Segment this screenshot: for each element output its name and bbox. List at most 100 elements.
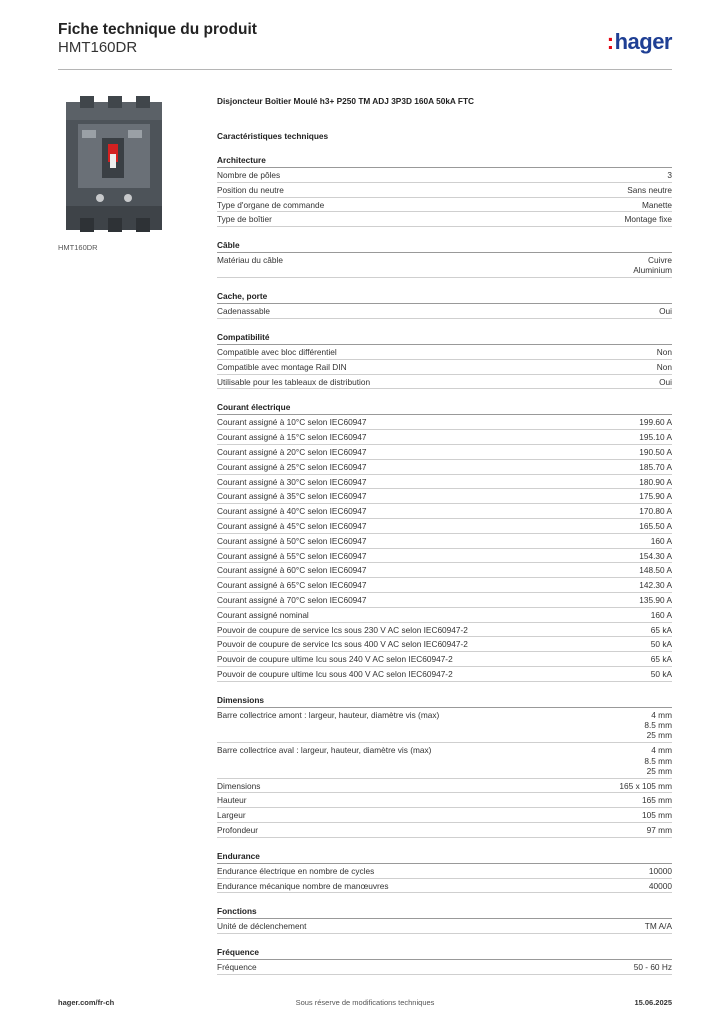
spec-label: Position du neutre — [217, 184, 284, 195]
spec-value: 175.90 A — [639, 491, 672, 501]
spec-label: Compatible avec bloc différentiel — [217, 347, 337, 358]
spec-value-line: 199.60 A — [639, 417, 672, 428]
spec-value: 199.60 A — [639, 417, 672, 427]
spec-label: Barre collectrice amont : largeur, haute… — [217, 709, 440, 720]
spec-value: Montage fixe — [624, 214, 672, 224]
product-name: Disjoncteur Boîtier Moulé h3+ P250 TM AD… — [217, 96, 475, 106]
specifications-heading: Caractéristiques techniques — [217, 131, 329, 141]
footer-date: 15.06.2025 — [634, 998, 672, 1007]
spec-row: Compatible avec bloc différentiel Non — [217, 345, 672, 360]
spec-label: Fréquence — [217, 962, 257, 973]
section-title: Compatibilité — [217, 332, 672, 346]
spec-value: 50 kA — [651, 669, 672, 679]
spec-value: Non — [657, 347, 672, 357]
spec-value: 170.80 A — [639, 506, 672, 516]
spec-label: Pouvoir de coupure ultime Icu sous 400 V… — [217, 669, 453, 680]
spec-label: Hauteur — [217, 795, 247, 806]
spec-label: Pouvoir de coupure ultime Icu sous 240 V… — [217, 654, 453, 665]
spec-value-line: Oui — [659, 306, 672, 317]
spec-value: 142.30 A — [639, 580, 672, 590]
spec-label: Type d'organe de commande — [217, 199, 325, 210]
spec-value-line: Oui — [659, 376, 672, 387]
spec-value-line: 195.10 A — [639, 432, 672, 443]
spec-value: 135.90 A — [639, 595, 672, 605]
spec-value: 180.90 A — [639, 477, 672, 487]
spec-value: 154.30 A — [639, 551, 672, 561]
spec-label: Nombre de pôles — [217, 170, 281, 180]
spec-row: Pouvoir de coupure ultime Icu sous 240 V… — [217, 652, 672, 668]
spec-row: Courant assigné à 50°C selon IEC60947 160… — [217, 534, 672, 549]
spec-value: 97 mm — [647, 825, 672, 835]
spec-value: 185.70 A — [639, 462, 672, 472]
spec-row: Courant assigné à 35°C selon IEC60947 175… — [217, 489, 672, 505]
spec-value-line: 50 - 60 Hz — [633, 962, 672, 973]
spec-row: Pouvoir de coupure de service Ics sous 2… — [217, 623, 672, 638]
spec-value-line: 97 mm — [646, 824, 672, 835]
spec-value: 50 - 60 Hz — [634, 962, 672, 972]
spec-value-line: 148.50 A — [639, 565, 672, 576]
spec-label: Courant assigné à 35°C selon IEC60947 — [217, 491, 367, 502]
spec-value: 190.50 A — [639, 447, 672, 457]
spec-value-line: 135.90 A — [639, 595, 672, 606]
spec-row: Largeur 105 mm — [217, 808, 672, 823]
spec-label: Pouvoir de coupure de service Ics sous 2… — [217, 624, 468, 635]
spec-value-line: 180.90 A — [639, 476, 672, 487]
footer-website-link[interactable]: hager.com/fr-ch — [58, 998, 115, 1007]
spec-label: Endurance mécanique nombre de manœuvres — [217, 880, 389, 891]
spec-label: Courant assigné à 45°C selon IEC60947 — [217, 521, 367, 532]
spec-label: Profondeur — [217, 824, 259, 835]
spec-label: Courant assigné à 25°C selon IEC60947 — [217, 461, 367, 472]
spec-value: 160 A — [651, 536, 672, 546]
spec-value-line: 4 mm — [651, 709, 672, 720]
hager-logo[interactable]: :hager — [606, 29, 673, 54]
section-title: Endurance — [217, 851, 672, 864]
spec-row: Endurance électrique en nombre de cycles… — [217, 864, 672, 879]
spec-value-line: TM A/A — [644, 921, 672, 932]
spec-label: Courant assigné à 30°C selon IEC60947 — [217, 476, 367, 487]
spec-value-line: 4 mm — [651, 745, 672, 756]
spec-value-line: Montage fixe — [624, 214, 672, 225]
spec-label: Cadenassable — [217, 306, 271, 317]
spec-value-line: 65 kA — [650, 654, 672, 665]
spec-label: Unité de déclenchement — [217, 921, 307, 932]
spec-label: Courant assigné à 15°C selon IEC60947 — [217, 432, 367, 443]
spec-value: Oui — [659, 377, 672, 387]
spec-row: Pouvoir de coupure ultime Icu sous 400 V… — [217, 667, 672, 682]
spec-label: Largeur — [217, 810, 246, 821]
section-title: Fonctions — [217, 906, 672, 920]
spec-value: 40000 — [649, 881, 672, 891]
spec-row: Profondeur 97 mm — [217, 823, 672, 838]
spec-value-line: 165 x 105 mm — [619, 780, 672, 791]
section-title: Fréquence — [217, 947, 672, 961]
spec-row: Pouvoir de coupure de service Ics sous 4… — [217, 637, 672, 653]
spec-label: Courant assigné à 50°C selon IEC60947 — [217, 535, 367, 546]
spec-value-line: 165 mm — [642, 795, 672, 806]
spec-value-line: 170.80 A — [639, 506, 672, 517]
spec-value-line: 8.5 mm — [644, 720, 672, 731]
spec-value-line: Manette — [642, 199, 672, 210]
spec-label: Barre collectrice aval : largeur, hauteu… — [217, 745, 432, 756]
spec-value: 160 A — [651, 610, 672, 620]
spec-value: 165 x 105 mm — [619, 781, 672, 791]
spec-value-line: 165.50 A — [639, 521, 672, 532]
spec-value: 195.10 A — [639, 432, 672, 442]
spec-row: Utilisable pour les tableaux de distribu… — [217, 375, 672, 390]
spec-value: 65 kA — [651, 654, 672, 664]
document-title: Fiche technique du produit — [58, 21, 257, 38]
spec-value-line: 105 mm — [642, 810, 672, 821]
spec-value-line: Aluminium — [633, 265, 672, 276]
